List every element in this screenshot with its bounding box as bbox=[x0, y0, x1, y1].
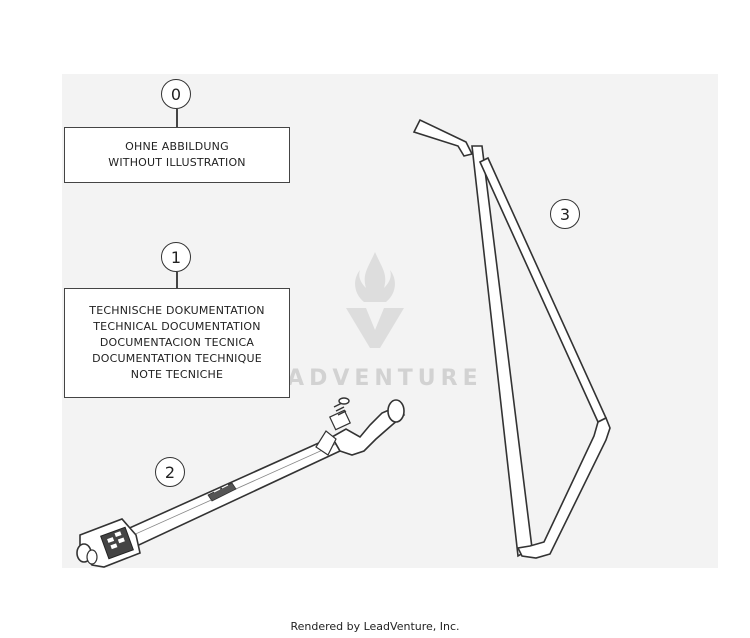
box1-line3: DOCUMENTACION TECNICA bbox=[99, 336, 255, 349]
box1-line5: NOTE TECNICHE bbox=[130, 368, 224, 381]
box1-line4: DOCUMENTATION TECHNIQUE bbox=[92, 352, 262, 365]
callout-0: 0 bbox=[161, 79, 191, 109]
footer-credit: Rendered by LeadVenture, Inc. bbox=[290, 620, 460, 633]
box1-line2: TECHNICAL DOCUMENTATION bbox=[93, 320, 261, 333]
air-pump-drawing bbox=[76, 397, 406, 568]
callout-1: 1 bbox=[161, 242, 191, 272]
box1-line1: TECHNISCHE DOKUMENTATION bbox=[89, 304, 265, 317]
leadventure-logo-icon bbox=[346, 252, 404, 348]
label-box-1: TECHNISCHE DOKUMENTATION TECHNICAL DOCUM… bbox=[64, 288, 290, 398]
callout-2: 2 bbox=[155, 457, 185, 487]
callout-3: 3 bbox=[550, 199, 580, 229]
label-box-0: OHNE ABBILDUNG WITHOUT ILLUSTRATION bbox=[64, 127, 290, 183]
leader-0 bbox=[176, 109, 178, 127]
box0-line2: WITHOUT ILLUSTRATION bbox=[108, 156, 246, 169]
side-stand-drawing bbox=[412, 118, 611, 559]
leader-1 bbox=[176, 272, 178, 288]
box0-line1: OHNE ABBILDUNG bbox=[125, 140, 229, 153]
